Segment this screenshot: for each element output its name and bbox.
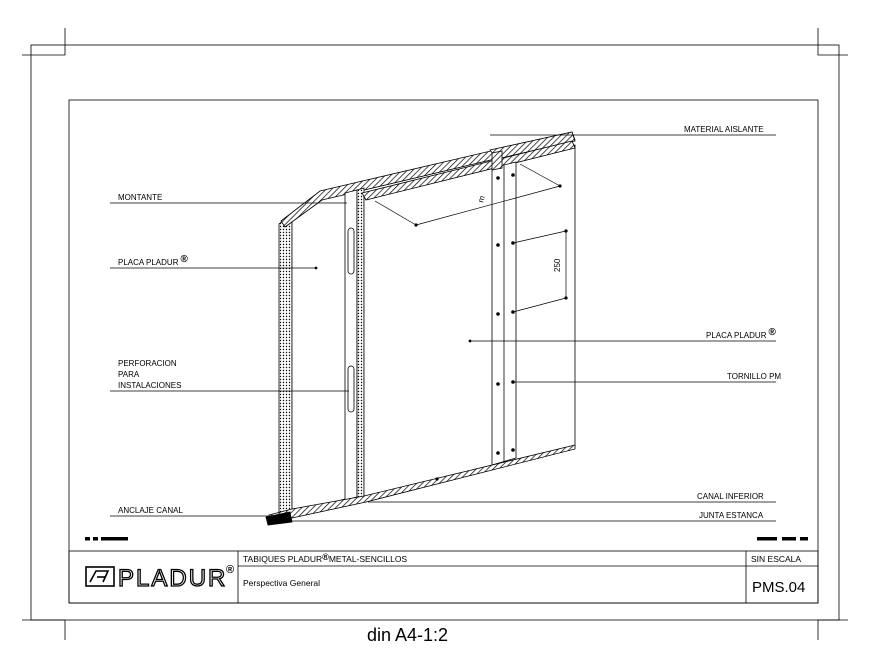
label-perforacion: PERFORACION PARA INSTALACIONES [118, 359, 181, 390]
scale-bar-left [85, 537, 128, 541]
label-junta-estanca: JUNTA ESTANCA [699, 511, 764, 520]
wall-perspective [265, 131, 576, 526]
scale-text: SIN ESCALA [751, 554, 801, 564]
label-placa-pladur-right: PLACA PLADUR® [706, 327, 776, 340]
label-placa-pladur-left: PLACA PLADUR® [118, 254, 188, 267]
dimension-lines [374, 163, 567, 313]
brand-name: PLADUR [118, 565, 227, 592]
drawing-code: PMS.04 [752, 579, 805, 596]
label-material-aislante: MATERIAL AISLANTE [684, 125, 764, 134]
scale-bar-right [757, 537, 808, 541]
sheet-title: TABIQUES PLADUR®METAL-SENCILLOS [243, 552, 407, 564]
dimension-250: 250 [553, 258, 562, 272]
leader-lines [110, 134, 776, 522]
pladur-logo-icon [85, 566, 115, 587]
label-canal-inferior: CANAL INFERIOR [697, 492, 764, 501]
brand-registered: ® [226, 564, 234, 576]
label-anclaje-canal: ANCLAJE CANAL [118, 506, 183, 515]
leader-dot-placa-left [314, 266, 318, 270]
sheet-subtitle: Perspectiva General [243, 578, 320, 588]
leader-dot-placa-right [468, 339, 472, 343]
label-montante: MONTANTE [118, 193, 162, 202]
title-block [68, 550, 819, 604]
sheet-frame [30, 44, 840, 621]
label-tornillo-pm: TORNILLO PM [727, 372, 781, 381]
dimension-m: m [476, 194, 487, 203]
format-caption: din A4-1:2 [367, 625, 448, 645]
